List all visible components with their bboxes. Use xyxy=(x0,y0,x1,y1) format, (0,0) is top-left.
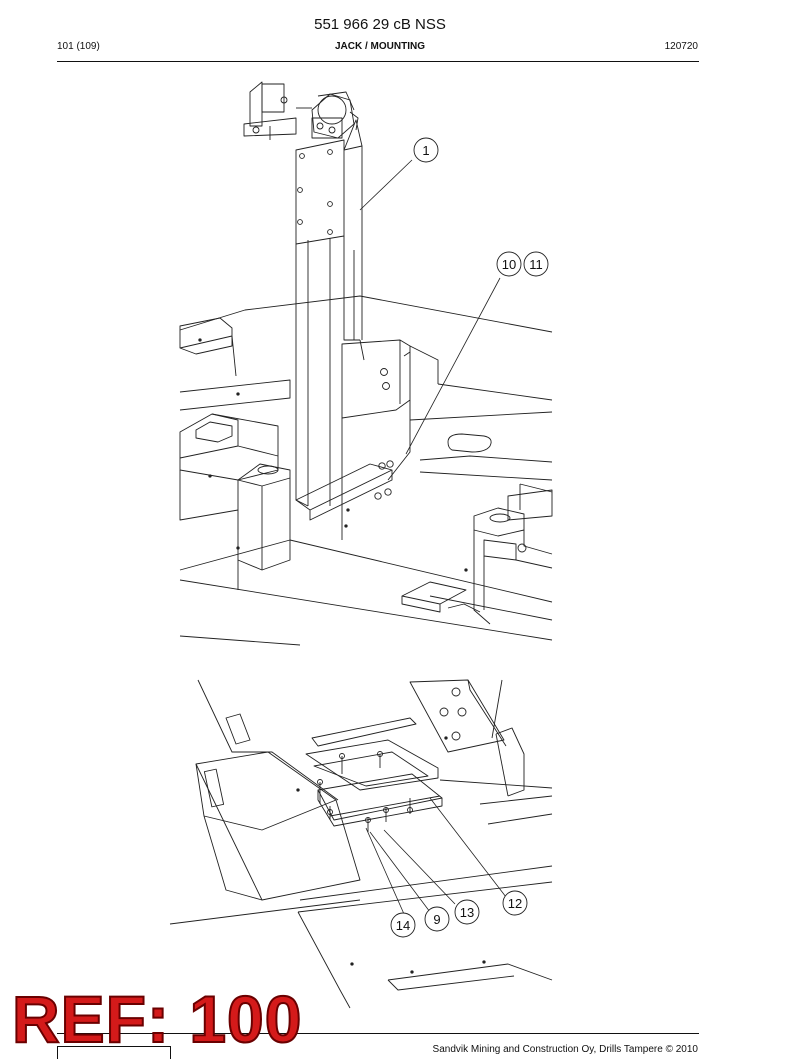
header-rule xyxy=(57,61,699,62)
callout-13: 13 xyxy=(454,899,480,925)
leader-lines xyxy=(359,159,507,915)
footer-copyright: Sandvik Mining and Construction Oy, Dril… xyxy=(432,1044,698,1055)
callout-11: 11 xyxy=(523,251,549,277)
callout-13-label: 13 xyxy=(460,905,474,920)
callout-14: 14 xyxy=(390,912,416,938)
callout-12-label: 12 xyxy=(508,896,522,911)
reference-stamp: REF: 100 xyxy=(11,982,303,1056)
footer-rule xyxy=(57,1033,699,1034)
callout-10: 10 xyxy=(496,251,522,277)
upper-assembly-view xyxy=(179,81,553,646)
callout-11-label: 11 xyxy=(529,257,543,272)
lower-detail-view xyxy=(169,679,553,1009)
callout-12: 12 xyxy=(502,890,528,916)
callout-9: 9 xyxy=(424,906,450,932)
callout-9-label: 9 xyxy=(433,912,440,927)
callout-14-label: 14 xyxy=(396,918,410,933)
callout-1-label: 1 xyxy=(422,143,429,158)
page-reference: 101 (109) xyxy=(57,41,100,52)
callout-1: 1 xyxy=(413,137,439,163)
section-title: JACK / MOUNTING xyxy=(335,41,425,52)
document-title: 551 966 29 cB NSS xyxy=(314,16,446,33)
document-code: 120720 xyxy=(664,41,698,52)
callout-10-label: 10 xyxy=(502,257,516,272)
